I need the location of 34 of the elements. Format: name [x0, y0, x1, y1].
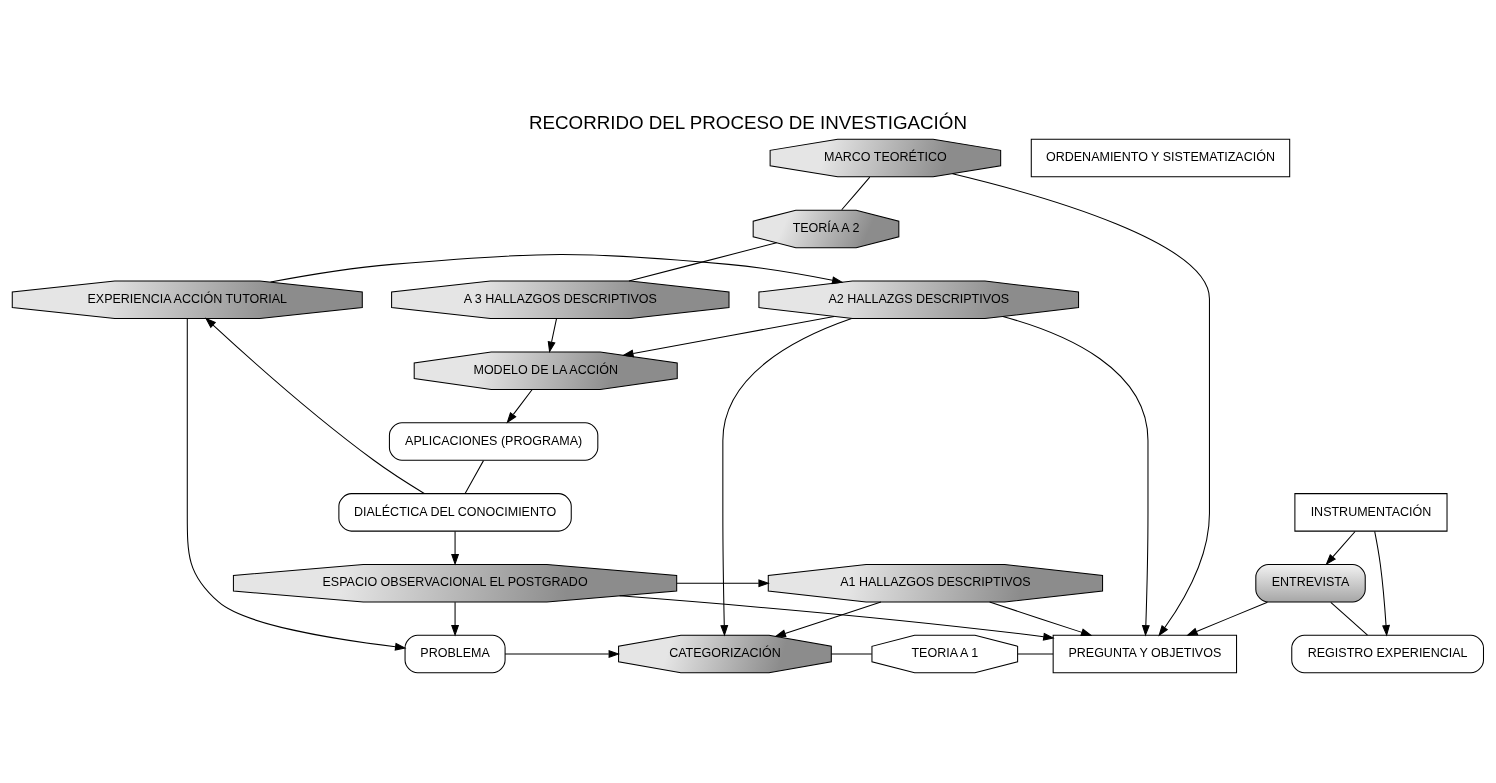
arrow — [622, 315, 835, 358]
node-box: ORDENAMIENTO Y SISTEMATIZACIÓN — [1030, 138, 1291, 178]
arrow — [547, 318, 557, 353]
connector — [1330, 601, 1368, 636]
arrow — [952, 173, 1210, 637]
arrow — [270, 253, 844, 285]
arrow — [774, 601, 882, 638]
connector — [1017, 653, 1054, 655]
node-box: REGISTRO EXPERIENCIAL — [1291, 634, 1484, 674]
arrow — [504, 650, 621, 659]
arrow — [1002, 316, 1150, 637]
arrow — [676, 579, 770, 588]
arrow — [1325, 530, 1356, 566]
arrow — [186, 318, 407, 651]
node-box: INSTRUMENTACIÓN — [1294, 493, 1448, 532]
arrow — [451, 530, 460, 566]
arrow — [451, 601, 460, 637]
connector — [464, 460, 484, 494]
node-box: PREGUNTA Y OBJETIVOS — [1052, 634, 1238, 674]
arrow — [720, 318, 853, 637]
arrow — [204, 317, 425, 494]
connector — [628, 242, 778, 282]
arrow — [1374, 530, 1391, 637]
node-box: APLICACIONES (PROGRAMA) — [388, 422, 599, 461]
arrow — [989, 601, 1093, 637]
node-box: PROBLEMA — [404, 634, 506, 674]
arrow — [1186, 601, 1268, 636]
arrow — [506, 389, 533, 424]
connector — [841, 176, 871, 211]
node-box: DIALÉCTICA DEL CONOCIMIENTO — [338, 493, 572, 532]
arrow — [619, 595, 1055, 641]
node-box: ENTREVISTA — [1255, 563, 1366, 603]
connector — [830, 653, 873, 655]
diagram-title: RECORRIDO DEL PROCESO DE INVESTIGACIÓN — [529, 112, 967, 134]
